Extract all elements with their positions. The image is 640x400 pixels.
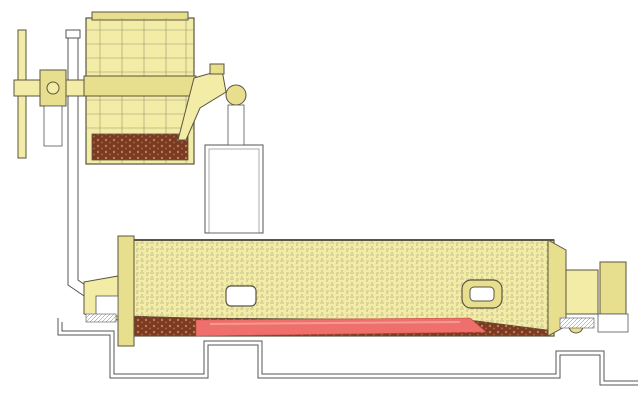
flywheel-icon: [13, 29, 85, 159]
kiln-inlet-end: [83, 235, 135, 347]
foundation: [57, 318, 638, 386]
bearing-pad: [559, 317, 595, 329]
upper-drum-charge: [91, 133, 189, 161]
kiln-inspection-port-left: [225, 285, 257, 307]
upper-drum-band: [83, 75, 197, 97]
feed-chute-icon: [177, 63, 247, 146]
drive-gear-icon: [547, 239, 629, 337]
upper-drum: [83, 11, 197, 165]
upper-support-column: [204, 144, 264, 234]
bearing-pad-left: [85, 313, 117, 323]
rotary-kiln-icon: [125, 239, 555, 337]
